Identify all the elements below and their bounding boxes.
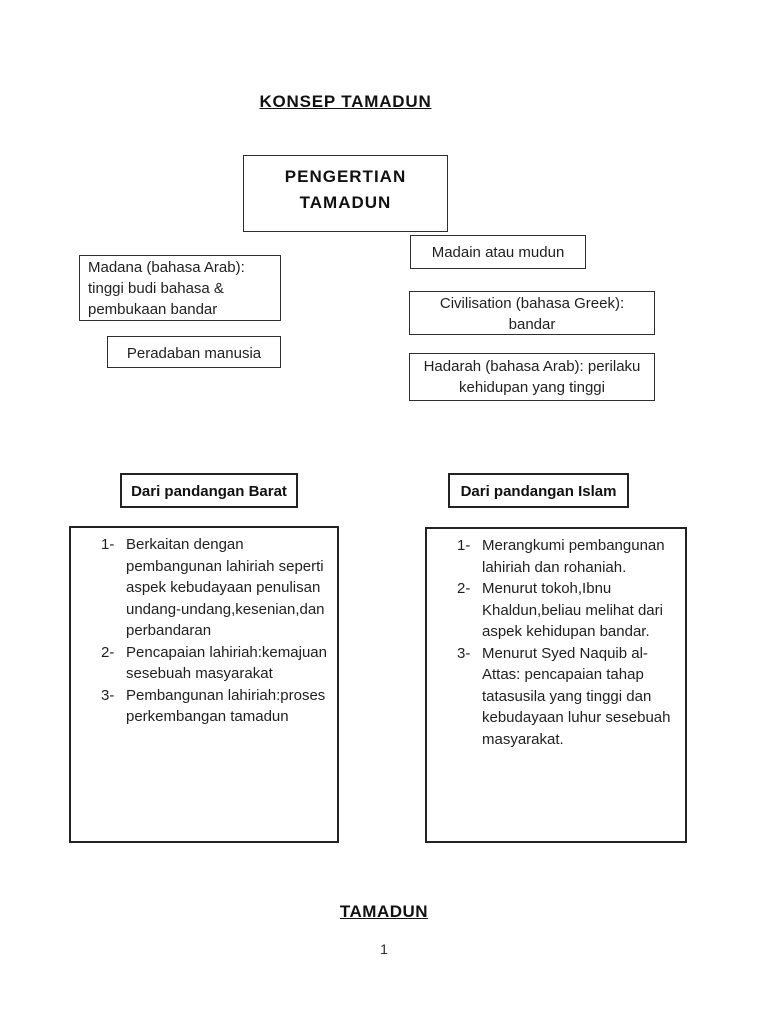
pandangan-islam-heading-box: Dari pandangan Islam [448,473,629,508]
pandangan-barat-list-box: 1- Berkaitan dengan pembangunan lahiriah… [69,526,339,843]
list-item-text: Merangkumi pembangunan lahiriah dan roha… [482,537,665,576]
list-item-marker: 1- [101,536,115,553]
list-item-text: Menurut Syed Naquib al- Attas: pencapaia… [482,644,671,748]
list-item: 1- Berkaitan dengan pembangunan lahiriah… [101,534,329,642]
pengertian-tamadun-box: PENGERTIAN TAMADUN [243,155,448,232]
list-item-marker: 3- [457,644,471,662]
list-item-marker: 2- [457,580,471,597]
list-item-text: Berkaitan dengan pembangunan lahiriah se… [126,536,325,639]
list-item: 2- Menurut tokoh,Ibnu Khaldun,beliau mel… [457,578,677,643]
list-item-text: Menurut tokoh,Ibnu Khaldun,beliau meliha… [482,580,663,640]
list-item-marker: 1- [457,537,471,554]
list-item-text: Pencapaian lahiriah:kemajuan sesebuah ma… [126,643,327,683]
list-item: 1- Merangkumi pembangunan lahiriah dan r… [457,535,677,578]
list-item-text: Pembangunan lahiriah:proses perkembangan… [126,686,326,726]
list-item-marker: 3- [101,686,115,704]
list-item: 2- Pencapaian lahiriah:kemajuan sesebuah… [101,642,329,685]
madana-definition-box: Madana (bahasa Arab): tinggi budi bahasa… [79,255,281,321]
footer-heading: TAMADUN [339,902,429,921]
page-number: 1 [380,941,388,957]
madain-definition-box: Madain atau mudun [410,235,586,269]
pandangan-islam-list-box: 1- Merangkumi pembangunan lahiriah dan r… [425,527,687,843]
pandangan-islam-heading: Dari pandangan Islam [460,483,617,500]
peradaban-definition-box: Peradaban manusia [107,336,281,368]
civilisation-definition-box: Civilisation (bahasa Greek): bandar [409,291,655,335]
pandangan-barat-heading-box: Dari pandangan Barat [120,473,298,508]
page-title: KONSEP TAMADUN [259,92,432,111]
pandangan-barat-heading: Dari pandangan Barat [131,483,287,500]
list-item: 3- Pembangunan lahiriah:proses perkemban… [101,685,329,728]
list-item-marker: 2- [101,643,115,661]
list-item: 3- Menurut Syed Naquib al- Attas: pencap… [457,643,677,751]
hadarah-definition-box: Hadarah (bahasa Arab): perilaku kehidupa… [409,353,655,401]
